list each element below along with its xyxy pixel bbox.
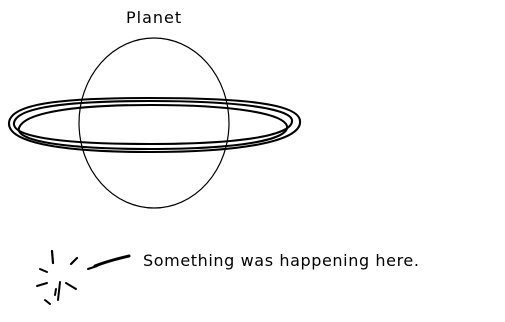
planet-rings: [9, 98, 300, 152]
planet-body: [79, 38, 229, 208]
ringed-planet-icon: [9, 38, 300, 208]
event-label: Something was happening here.: [143, 253, 420, 269]
burst-icon: [37, 251, 129, 304]
